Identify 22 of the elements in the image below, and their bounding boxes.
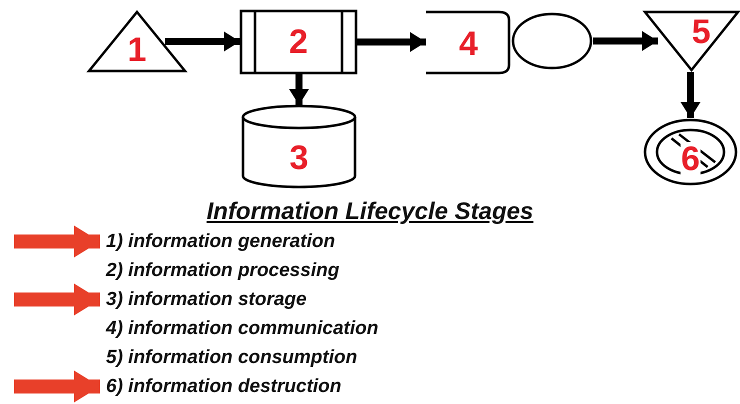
stage-list-item: 5) information consumption <box>106 348 358 367</box>
flow-arrow <box>357 32 426 52</box>
stage-number: 6 <box>680 142 701 176</box>
flow-arrow <box>593 31 658 51</box>
pointer-arrow <box>14 226 100 258</box>
circle-shape <box>512 12 592 70</box>
pointer-arrow <box>14 284 100 316</box>
stage-number: 2 <box>289 25 308 59</box>
stage-number: 5 <box>692 15 711 50</box>
stage-number: 4 <box>459 26 478 61</box>
stage-number: 1 <box>128 33 146 68</box>
stage-list-item: 1) information generation <box>106 232 336 251</box>
stage-list-item: 2) information processing <box>106 261 340 280</box>
pointer-arrow <box>14 370 100 402</box>
flow-arrow <box>165 32 240 52</box>
flow-arrow <box>680 72 700 118</box>
stage-list-item: 6) information destruction <box>106 377 342 396</box>
stage-list-item: 3) information storage <box>106 290 307 309</box>
stage-list-item: 4) information communication <box>106 319 378 338</box>
stage-number: 3 <box>290 141 308 176</box>
heading: Information Lifecycle Stages <box>206 198 534 225</box>
flow-arrow <box>289 74 309 105</box>
